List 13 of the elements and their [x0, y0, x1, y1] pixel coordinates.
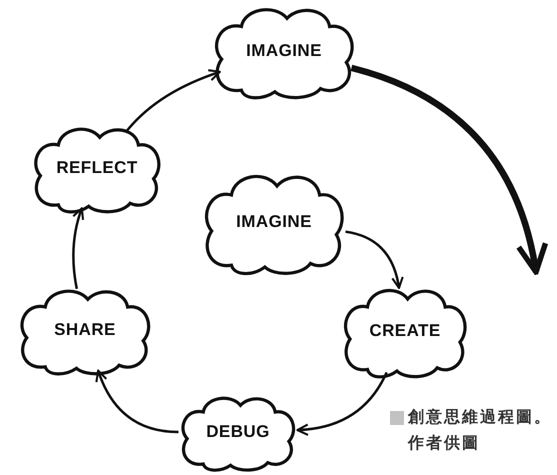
caption: 創意思維過程圖。作者供圖 — [408, 407, 553, 454]
arrow — [296, 372, 388, 436]
cloud-label: SHARE — [54, 319, 116, 342]
cloud-label: REFLECT — [56, 157, 138, 180]
cloud-label: CREATE — [369, 320, 441, 342]
arrow — [345, 230, 404, 290]
arrow — [72, 207, 84, 290]
arrow — [96, 370, 179, 434]
arrow — [350, 64, 548, 275]
cloud-label: IMAGINE — [236, 211, 312, 234]
cloud-label: IMAGINE — [246, 40, 322, 62]
arrow — [126, 69, 221, 132]
cloud-label: DEBUG — [206, 421, 270, 444]
